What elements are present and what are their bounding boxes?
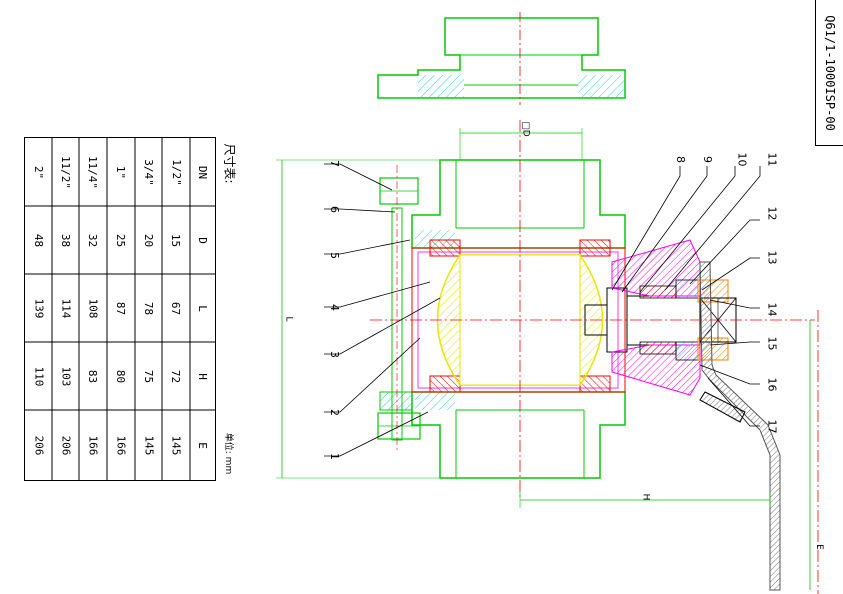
part-label-4: 4 [327,303,341,311]
part-label-5: 5 [327,251,341,259]
table-grid [25,138,215,480]
part-label-7: 7 [327,159,341,167]
part-label-9: 9 [700,155,714,163]
dimension-l [276,159,440,479]
part-label-14: 14 [765,302,779,316]
part-label-3: 3 [327,350,341,358]
part-label-2: 2 [327,408,341,416]
dimension-d [459,128,583,160]
dimension-h-label: H [640,493,650,501]
part-label-1: 1 [327,452,341,460]
centerlines [370,120,819,594]
leader-lines-left [324,163,441,457]
document-number-box: Q61/1-1000ISP-00 [815,0,843,146]
part-label-8: 8 [673,155,687,163]
stem-assembly [584,239,737,396]
dimension-h [519,490,771,508]
part-label-12: 12 [765,206,779,220]
dimension-table: DN D L H E 1/2" 15 67 72 145 3/4" 20 78 … [24,137,216,481]
part-label-11: 11 [765,152,779,166]
part-label-6: 6 [327,205,341,213]
leader-lines-right [611,166,761,427]
part-label-13: 13 [765,250,779,264]
dimension-d-label: □D [521,121,531,137]
dimension-l-label: L [283,316,294,322]
part-label-15: 15 [765,336,779,350]
seats [429,239,611,393]
part-label-10: 10 [735,152,749,166]
part-label-16: 16 [765,377,779,391]
end-flange-view [377,12,626,105]
dimension-e-label: E [814,544,824,550]
body-bolt [377,165,421,450]
part-label-17: 17 [765,419,779,433]
